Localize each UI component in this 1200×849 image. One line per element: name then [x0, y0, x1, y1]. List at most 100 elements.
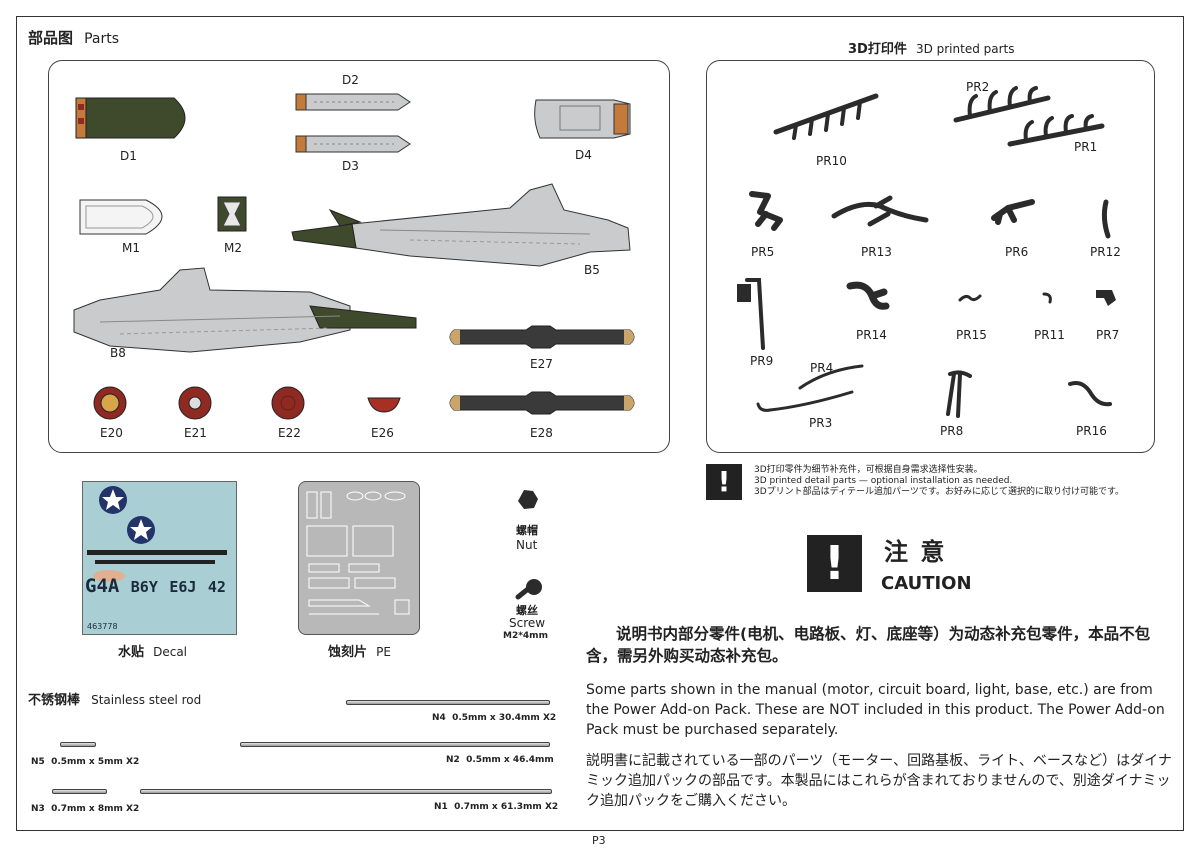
- pe-parts-drawing: [306, 491, 410, 615]
- parts-title-zh: 部品图: [28, 29, 74, 47]
- part-d2-label: D2: [342, 73, 359, 87]
- page-frame: [16, 16, 1184, 831]
- part-pr12-drawing: [1101, 199, 1111, 239]
- decal-zh: 水贴: [118, 645, 145, 660]
- part-pr13-label: PR13: [861, 245, 892, 259]
- part-pr4-drawing: [798, 364, 864, 390]
- part-pr12-label: PR12: [1090, 245, 1121, 259]
- decal-code-42: 42: [207, 578, 226, 596]
- decal-codes: G4A B6Y E6J 42: [85, 575, 226, 597]
- rod-n5-label: N5 0.5mm x 5mm X2: [31, 757, 139, 767]
- printed-title-zh: 3D打印件: [848, 42, 907, 57]
- rod-n5: [60, 742, 96, 747]
- part-pr5-drawing: [749, 191, 783, 231]
- decal-en: Decal: [153, 645, 188, 659]
- page-number: P3: [592, 834, 606, 847]
- part-b8-label: B8: [110, 346, 126, 360]
- rod-n3-id: N3: [31, 804, 45, 814]
- screw-zh: 螺丝: [516, 604, 538, 617]
- part-pr7-label: PR7: [1096, 328, 1120, 342]
- rod-n1: [140, 789, 552, 794]
- part-e28-label: E28: [530, 426, 553, 440]
- nut-en: Nut: [516, 538, 538, 552]
- rod-n4-spec: 0.5mm x 30.4mm X2: [452, 713, 557, 723]
- part-e28-drawing: [449, 391, 635, 415]
- part-pr15-drawing: [958, 294, 982, 302]
- warning-icon: !: [706, 464, 742, 500]
- part-d1-drawing: [75, 97, 186, 139]
- nut-zh: 螺帽: [516, 524, 538, 537]
- pe-en: PE: [376, 645, 391, 659]
- rod-n4: [346, 700, 550, 705]
- caution-text-en: Some parts shown in the manual (motor, c…: [586, 682, 1165, 738]
- part-pr14-label: PR14: [856, 328, 887, 342]
- caution-text-ja: 説明書に記載されている一部のパーツ（モーター、回路基板、ライト、ベースなど）はダ…: [586, 753, 1172, 809]
- printed-title-en: 3D printed parts: [915, 42, 1015, 56]
- caution-zh: 注 意: [884, 538, 947, 566]
- part-d4-drawing: [534, 99, 631, 139]
- part-pr11-drawing: [1042, 292, 1052, 304]
- rod-n5-id: N5: [31, 757, 45, 767]
- part-pr16-drawing: [1068, 381, 1112, 407]
- part-d3-label: D3: [342, 159, 359, 173]
- rod-n1-id: N1: [434, 802, 448, 812]
- rod-n4-label: N4 0.5mm x 30.4mm X2: [432, 713, 556, 723]
- part-e22-label: E22: [278, 426, 301, 440]
- decal-code-e6j: E6J: [169, 578, 197, 596]
- decal-code-g4a: G4A: [85, 575, 120, 597]
- part-d2-drawing: [295, 93, 411, 111]
- rod-n2-spec: 0.5mm x 46.4mm: [466, 755, 554, 765]
- part-pr13-drawing: [831, 195, 929, 227]
- part-pr10-label: PR10: [816, 154, 847, 168]
- rod-n1-spec: 0.7mm x 61.3mm X2: [454, 802, 559, 812]
- part-d1-label: D1: [120, 149, 137, 163]
- rod-n3-spec: 0.7mm x 8mm X2: [51, 804, 140, 814]
- part-pr16-label: PR16: [1076, 424, 1107, 438]
- nut-icon: [518, 490, 538, 509]
- part-pr15-label: PR15: [956, 328, 987, 342]
- part-e22-drawing: [271, 386, 305, 420]
- part-e26-label: E26: [371, 426, 394, 440]
- decal-stars-drawing: [87, 486, 227, 582]
- decal-sheet: G4A B6Y E6J 42 463778: [82, 481, 237, 635]
- part-m1-label: M1: [122, 241, 140, 255]
- part-pr8-drawing: [946, 370, 972, 418]
- printed-note-ja: 3Dプリント部品はディテール追加パーツです。お好みに応じて選択的に取り付け可能で…: [754, 487, 1125, 497]
- decal-serial: 463778: [87, 622, 118, 631]
- caution-icon: !: [807, 535, 862, 592]
- part-pr5-label: PR5: [751, 245, 775, 259]
- pe-fret: [298, 481, 420, 635]
- part-pr1-label: PR1: [1074, 140, 1098, 154]
- part-e26-drawing: [367, 397, 401, 413]
- printed-heading: 3D打印件 3D printed parts: [848, 38, 1015, 57]
- part-m2-label: M2: [224, 241, 242, 255]
- part-pr10-drawing: [773, 93, 879, 140]
- decal-code-b6y: B6Y: [130, 578, 158, 596]
- part-m2-drawing: [217, 196, 247, 232]
- screw-en: Screw: [509, 616, 546, 630]
- rod-n2: [240, 742, 550, 747]
- part-pr6-drawing: [991, 199, 1035, 225]
- printed-panel: [706, 60, 1155, 453]
- part-pr1-drawing: [1007, 114, 1105, 147]
- part-pr2-drawing: [953, 86, 1051, 123]
- parts-heading: 部品图 Parts: [28, 27, 119, 48]
- part-b5-label: B5: [584, 263, 600, 277]
- rods-heading: 不锈钢棒 Stainless steel rod: [28, 689, 201, 708]
- screw-icon: [515, 579, 542, 600]
- pe-caption: 蚀刻片 PE: [328, 641, 391, 660]
- part-e21-label: E21: [184, 426, 207, 440]
- rod-n3: [52, 789, 107, 794]
- printed-note-zh: 3D打印零件为细节补充件，可根据自身需求选择性安装。: [754, 465, 983, 475]
- rod-n2-label: N2 0.5mm x 46.4mm: [446, 755, 554, 765]
- rod-n2-id: N2: [446, 755, 460, 765]
- part-pr9-drawing: [737, 278, 765, 350]
- part-e27-label: E27: [530, 357, 553, 371]
- part-pr4-label: PR4: [810, 361, 834, 375]
- part-e20-drawing: [93, 386, 127, 420]
- part-pr6-label: PR6: [1005, 245, 1029, 259]
- part-b5-drawing: [291, 183, 631, 267]
- screw-size: M2*4mm: [503, 631, 548, 641]
- rods-title-en: Stainless steel rod: [91, 693, 202, 707]
- rod-n5-spec: 0.5mm x 5mm X2: [51, 757, 140, 767]
